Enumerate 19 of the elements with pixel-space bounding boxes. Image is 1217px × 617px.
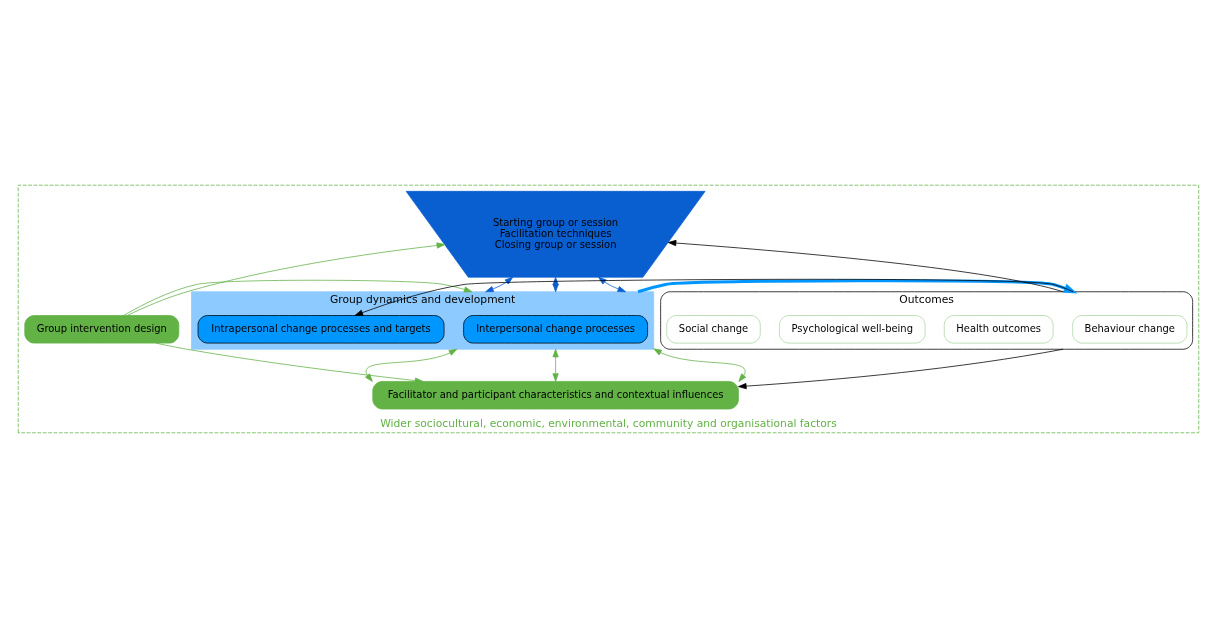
- node-box: Psychological well-being: [779, 314, 926, 343]
- node-box: Behaviour change: [1072, 314, 1188, 343]
- arrow: [598, 276, 626, 292]
- arrow: [365, 348, 458, 382]
- arrow: [126, 241, 446, 316]
- node-box: Group intervention design: [24, 314, 180, 343]
- arrow: [485, 276, 514, 292]
- arrow: [552, 348, 559, 382]
- arrow: [667, 239, 1064, 292]
- node-box: Intrapersonal change processes and targets: [197, 314, 445, 343]
- arrow: [653, 347, 747, 382]
- arrow: [123, 279, 473, 316]
- arrow: [738, 348, 1064, 389]
- arrow: [155, 342, 424, 384]
- node-box: Health outcomes: [943, 314, 1054, 343]
- arrow: [637, 278, 1078, 294]
- node-box: Interpersonal change processes: [463, 314, 648, 343]
- node-box: Social change: [666, 314, 761, 343]
- node-box: Facilitator and participant characteristics and contextual influences: [372, 380, 739, 409]
